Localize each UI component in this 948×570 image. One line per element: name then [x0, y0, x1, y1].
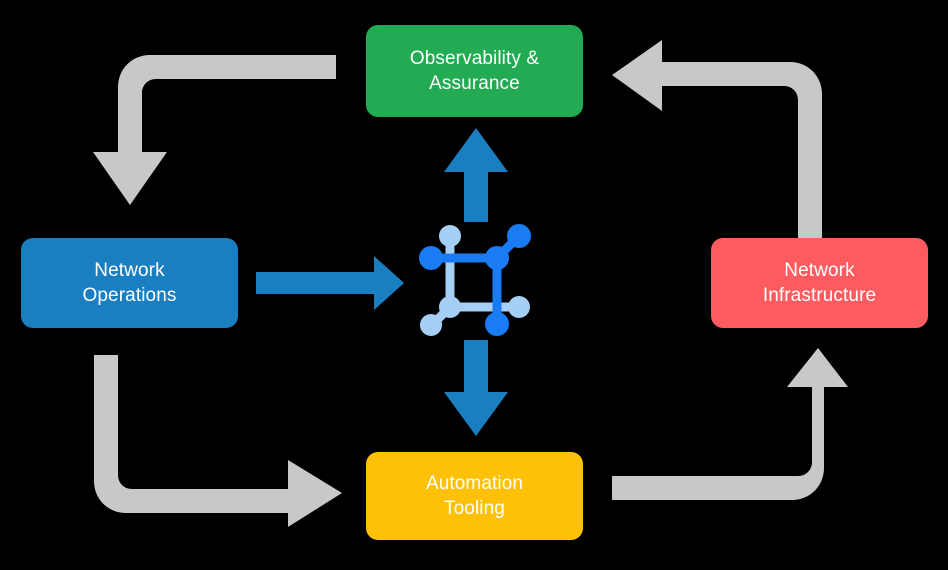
node-network-operations[interactable]: Network Operations [21, 238, 238, 328]
icon-node-center-hub [485, 246, 509, 270]
node-network-infrastructure[interactable]: Network Infrastructure [711, 238, 928, 328]
node-observability-label: Observability & Assurance [409, 47, 540, 94]
node-automation-tooling[interactable]: Automation Tooling [366, 452, 583, 540]
arrow-automation-to-infrastructure [612, 348, 848, 500]
node-network-operations-label: Network Operations [82, 259, 177, 306]
node-network-infrastructure-label: Network Infrastructure [762, 259, 877, 306]
arrow-center-to-automation [444, 340, 508, 436]
icon-node-bottom-left-hub [439, 296, 461, 318]
icon-node-left-hub [419, 246, 443, 270]
node-automation-tooling-label: Automation Tooling [425, 472, 524, 519]
icon-node-top-right [507, 224, 531, 248]
arrow-infrastructure-to-observability [612, 40, 822, 238]
node-observability-assurance[interactable]: Observability & Assurance [366, 25, 583, 117]
icon-node-top-left [439, 225, 461, 247]
arrow-operations-to-center [256, 256, 404, 310]
icon-node-bottom-left-leaf [420, 314, 442, 336]
arrow-center-to-observability [444, 128, 508, 222]
icon-node-bottom-right [485, 312, 509, 336]
arrow-operations-to-automation [94, 355, 342, 527]
icon-node-right-leaf [508, 296, 530, 318]
arrow-observability-to-operations [93, 55, 336, 205]
network-topology-icon [419, 224, 531, 336]
